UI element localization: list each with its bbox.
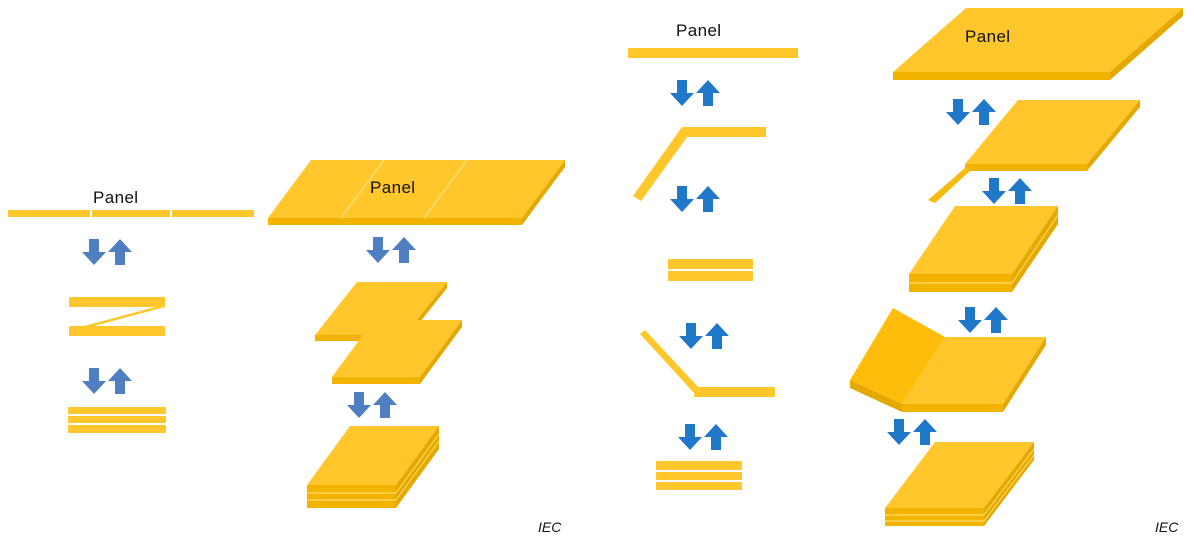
first-fold-line: [633, 127, 766, 201]
right-3d-view: Panel: [850, 8, 1183, 535]
stacked-panel-line: [68, 407, 166, 433]
left-3d-view: Panel IEC: [268, 159, 565, 535]
fold-unfold-arrows-icon: [670, 186, 720, 212]
flat-panel-line: [628, 48, 798, 58]
flat-panel-3d: [893, 8, 1183, 80]
second-fold-line: [640, 330, 775, 397]
right-line-panel-label: Panel: [676, 21, 721, 40]
z-fold-line: [69, 297, 165, 336]
fold-unfold-arrows-icon: [82, 239, 132, 265]
first-fold-3d: [928, 100, 1140, 203]
flat-panel-line: [8, 210, 254, 217]
right-line-view: Panel: [628, 21, 798, 490]
stacked-panel-3d: [885, 442, 1035, 526]
folded-panel-3d: [909, 206, 1059, 292]
fold-unfold-arrows-icon: [678, 424, 728, 450]
z-fold-3d: [315, 282, 462, 384]
left-3d-panel-label: Panel: [370, 178, 415, 197]
fold-unfold-arrows-icon: [670, 80, 720, 106]
fold-unfold-arrows-icon: [82, 368, 132, 394]
iec-label-left: IEC: [538, 519, 562, 535]
fold-unfold-arrows-icon: [946, 99, 996, 125]
flat-panel-3d: [268, 159, 565, 225]
stacked-panel-line: [656, 461, 742, 490]
stacked-panel-3d: [307, 426, 440, 508]
fold-unfold-arrows-icon: [679, 323, 729, 349]
second-fold-3d: [850, 308, 1046, 412]
left-line-panel-label: Panel: [93, 188, 138, 207]
right-3d-panel-label: Panel: [965, 27, 1010, 46]
fold-unfold-arrows-icon: [958, 307, 1008, 333]
iec-label-right: IEC: [1155, 519, 1179, 535]
left-line-view: Panel: [8, 188, 254, 433]
fold-unfold-arrows-icon: [887, 419, 937, 445]
fold-unfold-arrows-icon: [366, 237, 416, 263]
fold-unfold-arrows-icon: [347, 392, 397, 418]
folded-panel-line: [668, 259, 753, 281]
fold-unfold-arrows-icon: [982, 178, 1032, 204]
